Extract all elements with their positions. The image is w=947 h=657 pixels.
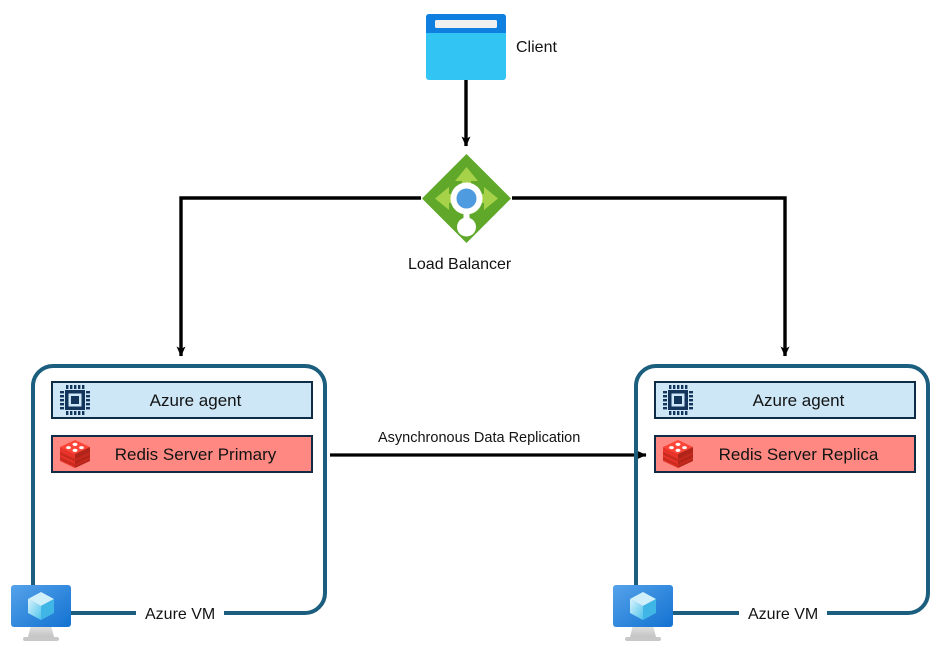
redis-server-box-right: Redis Server Replica xyxy=(654,435,916,473)
edge-load-balancer-to-vm-left xyxy=(176,196,421,357)
redis-server-label-right: Redis Server Replica xyxy=(718,444,879,464)
redis-server-box-left: Redis Server Primary xyxy=(51,435,313,473)
azure-vm-label-left: Azure VM xyxy=(136,607,225,623)
load-balancer-label: Load Balancer xyxy=(408,256,512,273)
client-label: Client xyxy=(516,39,557,56)
azure-agent-label-right: Azure agent xyxy=(752,390,845,410)
cpu-chip-icon xyxy=(663,385,693,415)
load-balancer-diamond-icon xyxy=(421,153,512,244)
azure-agent-box-right: Azure agent xyxy=(654,381,916,419)
azure-vm-label-right: Azure VM xyxy=(739,607,828,623)
browser-window-icon xyxy=(426,14,506,80)
azure-vm-icon xyxy=(9,581,73,645)
azure-vm-icon xyxy=(611,581,675,645)
redis-server-label-left: Redis Server Primary xyxy=(114,444,277,464)
azure-agent-label-left: Azure agent xyxy=(149,390,242,410)
cpu-chip-icon xyxy=(60,385,90,415)
edge-load-balancer-to-vm-right xyxy=(512,196,790,357)
replication-edge-label: Asynchronous Data Replication xyxy=(378,430,581,446)
azure-agent-box-left: Azure agent xyxy=(51,381,313,419)
redis-cube-icon xyxy=(60,440,90,468)
redis-cube-icon xyxy=(663,440,693,468)
